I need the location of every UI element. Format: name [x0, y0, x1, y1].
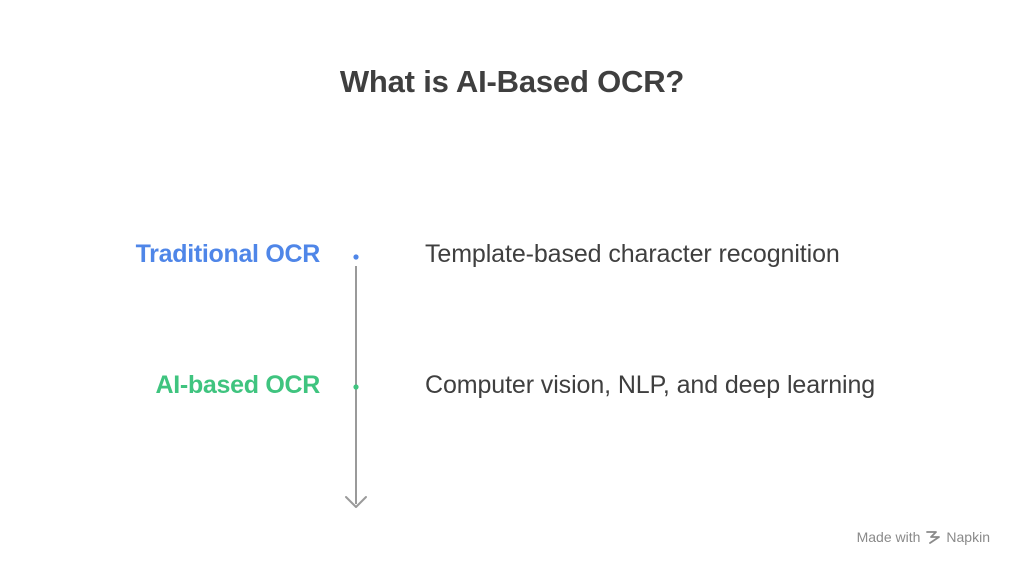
stage-dot-traditional-ocr — [353, 254, 359, 260]
napkin-logo-icon — [926, 531, 941, 544]
stage-description-ai-based-ocr: Computer vision, NLP, and deep learning — [425, 371, 876, 399]
footer-brand: Napkin — [946, 529, 990, 545]
footer-prefix: Made with — [856, 529, 921, 545]
made-with-napkin-footer[interactable]: Made with Napkin — [857, 529, 990, 545]
stage-label-ai-based-ocr: AI-based OCR — [155, 371, 321, 399]
diagram-title: What is AI-Based OCR? — [339, 64, 685, 99]
stage-label-traditional-ocr: Traditional OCR — [135, 240, 321, 268]
timeline-arrowhead — [345, 496, 367, 508]
stage-dot-ai-based-ocr — [353, 384, 359, 390]
stage-description-traditional-ocr: Template-based character recognition — [425, 240, 840, 268]
